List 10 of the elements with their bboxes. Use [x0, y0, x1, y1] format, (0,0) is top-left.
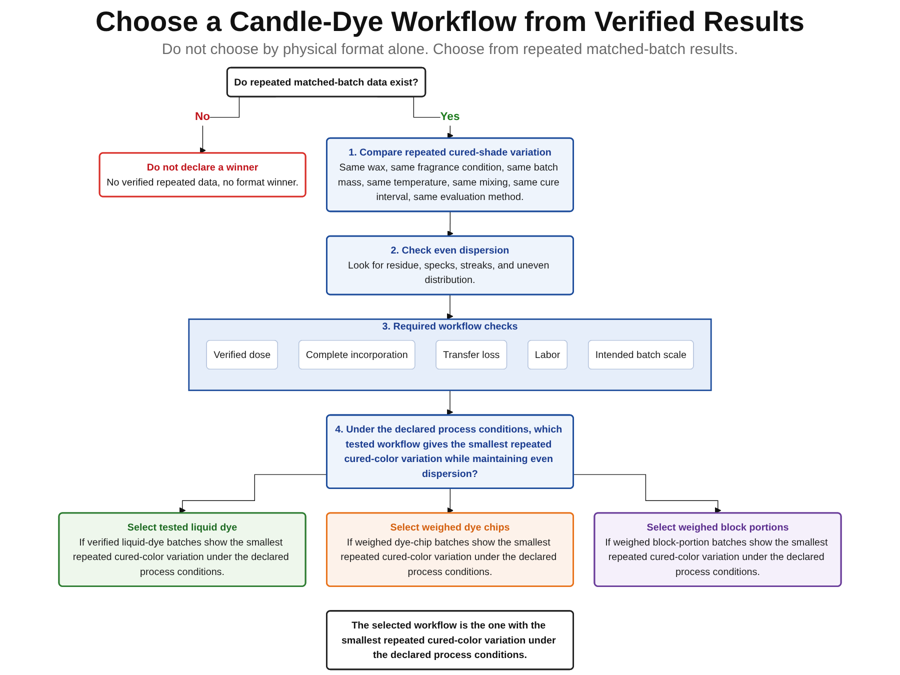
arrow	[446, 390, 454, 416]
edge-label: Yes	[440, 110, 460, 123]
arrow	[447, 211, 454, 237]
arrow	[447, 488, 454, 514]
arrow	[179, 474, 328, 514]
title: Choose a Candle-Dye Workflow from Verified Results	[96, 6, 804, 38]
subtitle: Do not choose by physical format alone. Choose from repeated matched-batch results.	[162, 41, 738, 58]
arrow	[573, 474, 722, 514]
edge-label: No	[195, 110, 210, 123]
arrow	[446, 294, 454, 320]
